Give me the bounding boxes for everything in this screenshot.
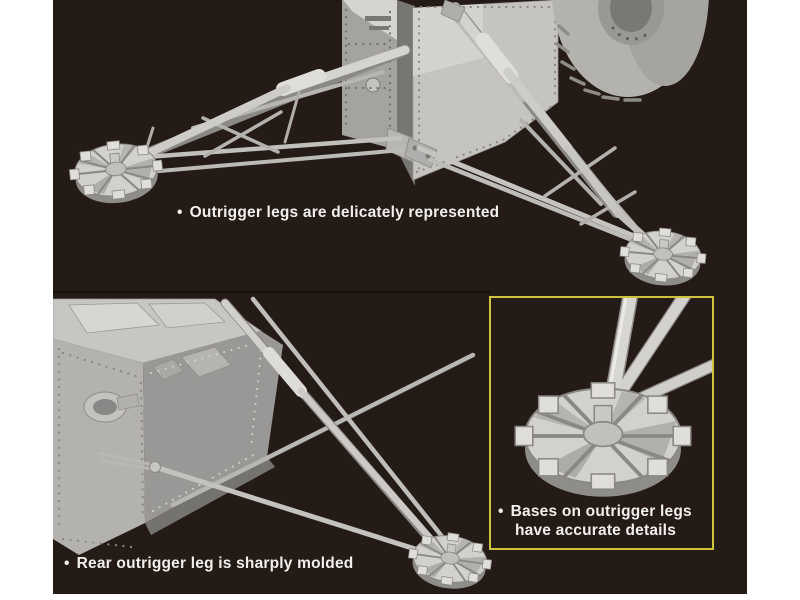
- rear-outrigger-leg-illustration: [53, 296, 496, 594]
- photo-seam: [53, 291, 490, 293]
- callout-caption-line2: have accurate details: [515, 522, 677, 539]
- outrigger-base-callout-box: • Bases on outrigger legs have accurate d…: [489, 296, 714, 550]
- vehicle-rear-panel: [342, 0, 419, 186]
- bottom-left-caption: • Rear outrigger leg is sharply molded: [64, 554, 353, 573]
- bullet-icon: •: [177, 204, 183, 221]
- top-caption-text: Outrigger legs are delicately represente…: [189, 204, 500, 221]
- callout-caption: • Bases on outrigger legs have accurate d…: [498, 502, 692, 540]
- bullet-icon: •: [64, 555, 70, 572]
- rear-outrigger-base: [403, 526, 496, 594]
- outrigger-base-closeup-illustration: [513, 298, 712, 499]
- promo-image-canvas: • Bases on outrigger legs have accurate d…: [53, 0, 747, 594]
- wheel: [552, 0, 709, 102]
- outrigger-base-closeup: [513, 380, 693, 499]
- left-outrigger-leg: [130, 44, 411, 174]
- rear-outrigger-leg: [97, 296, 476, 562]
- top-caption: • Outrigger legs are delicately represent…: [177, 203, 499, 222]
- outrigger-legs-deployed-illustration: [65, 0, 709, 290]
- right-outrigger-leg: [416, 0, 659, 250]
- callout-caption-line1: Bases on outrigger legs: [510, 503, 692, 520]
- bullet-icon: •: [498, 503, 504, 520]
- vehicle-hull-corner: [53, 298, 283, 555]
- bottom-left-caption-text: Rear outrigger leg is sharply molded: [76, 555, 354, 572]
